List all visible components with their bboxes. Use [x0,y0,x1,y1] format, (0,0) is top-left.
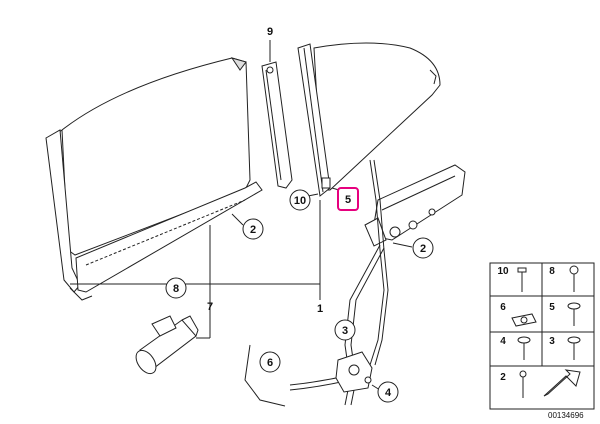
guide-rail-center [297,43,331,197]
svg-text:10: 10 [294,195,306,207]
callout-7: 7 [207,301,213,313]
svg-text:4: 4 [385,387,392,399]
screw-8-icon [569,265,579,292]
callout-1: 1 [317,303,323,315]
legend-label-4: 4 [500,336,506,347]
screw-10-icon [517,267,527,292]
svg-text:2: 2 [420,243,426,255]
reference-number: 00134696 [548,411,584,420]
screw-4-icon [517,336,531,360]
window-motor [135,315,199,375]
window-seal-left [45,129,263,301]
callout-2-left: 2 [242,218,264,240]
fastener-legend: 10 8 6 5 4 3 2 [489,262,595,410]
legend-label-5: 5 [549,302,555,313]
regulator-plate [364,164,466,247]
glass-pane-right [313,42,441,191]
clip-6-icon [511,313,537,327]
legend-label-3: 3 [549,336,555,347]
legend-label-10: 10 [497,266,509,277]
legend-label-2: 2 [500,372,506,383]
callout-3: 3 [334,319,356,341]
callout-9: 9 [267,26,273,38]
callout-8: 8 [165,277,187,299]
callout-6: 6 [259,351,281,373]
screw-2-icon [519,370,527,398]
svg-text:5: 5 [345,194,351,206]
callout-10: 10 [289,189,311,211]
leader-lines [70,187,413,391]
screw-5-icon [567,302,581,326]
screw-3-icon [567,336,581,360]
guide-strip-9 [261,61,293,189]
svg-text:8: 8 [173,283,179,295]
callout-2-right: 2 [412,237,434,259]
callout-4: 4 [377,381,399,403]
svg-text:6: 6 [267,357,273,369]
glass-pane-left [47,57,251,256]
arrow-icon [543,369,581,397]
legend-label-8: 8 [549,266,555,277]
callout-5: 5 [337,187,359,211]
legend-label-6: 6 [500,302,506,313]
svg-text:3: 3 [342,325,348,337]
cable-drum [335,351,373,393]
svg-text:2: 2 [250,224,256,236]
